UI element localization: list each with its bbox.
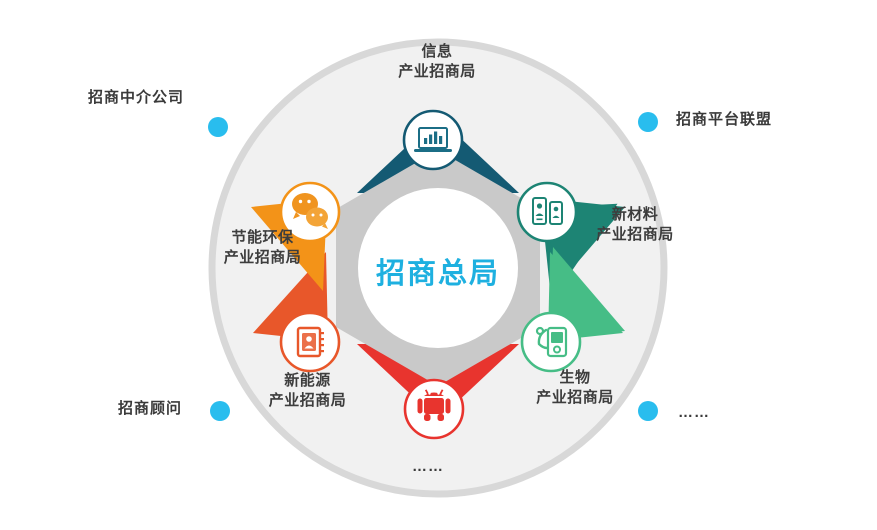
segment-label-new-material-line1: 新材料 <box>611 206 659 223</box>
icon-badge-new-material[interactable] <box>516 181 578 243</box>
segment-label-bio-line2: 产业招商局 <box>536 388 614 406</box>
segment-label-energy-saving: 节能环保 产业招商局 <box>195 228 330 267</box>
icon-badge-info[interactable] <box>402 109 464 171</box>
outer-node-dot-agency[interactable] <box>208 117 228 137</box>
hexagon-inner-circle <box>358 188 518 348</box>
outer-node-dot-advisor[interactable] <box>210 401 230 421</box>
segment-label-energy-saving-line2: 产业招商局 <box>223 248 302 266</box>
segment-label-new-energy: 新能源 产业招商局 <box>245 371 370 410</box>
outer-node-label-agency[interactable]: 招商中介公司 <box>88 89 185 106</box>
id-cards-icon <box>532 197 563 225</box>
outer-node-label-alliance[interactable]: 招商平台联盟 <box>676 111 773 128</box>
segment-label-new-energy-line2: 产业招商局 <box>268 391 347 409</box>
segment-label-info-line2: 产业招商局 <box>398 62 476 80</box>
icon-badge-energy-saving[interactable] <box>279 181 341 243</box>
outer-node-label-advisor[interactable]: 招商顾问 <box>118 400 183 417</box>
segment-label-new-material-line2: 产业招商局 <box>596 225 674 243</box>
icon-badge-new-energy[interactable] <box>279 311 341 373</box>
android-robot-icon <box>417 389 451 421</box>
laptop-chart-icon <box>414 127 452 152</box>
mobile-device-icon <box>535 326 568 358</box>
contact-book-icon <box>296 326 324 358</box>
center-label: 招商总局 <box>375 258 500 290</box>
segment-label-new-energy-line1: 新能源 <box>284 372 331 389</box>
bottom-ellipsis-label: …… <box>412 458 444 475</box>
outer-circle-ring <box>208 38 668 498</box>
outer-node-label-more[interactable]: …… <box>678 404 710 421</box>
outer-node-dot-more[interactable] <box>638 401 658 421</box>
segment-label-info: 信息 产业招商局 <box>337 42 537 81</box>
icon-badge-bio[interactable] <box>520 311 582 373</box>
icon-badge-android[interactable] <box>403 378 465 440</box>
segment-label-bio-line1: 生物 <box>559 369 591 386</box>
segment-label-energy-saving-line1: 节能环保 <box>231 229 294 246</box>
segment-label-info-line1: 信息 <box>421 43 453 60</box>
segment-label-bio: 生物 产业招商局 <box>515 368 635 407</box>
segment-label-new-material: 新材料 产业招商局 <box>575 205 695 244</box>
wechat-bubbles-icon <box>292 193 328 229</box>
outer-node-dot-alliance[interactable] <box>638 112 658 132</box>
